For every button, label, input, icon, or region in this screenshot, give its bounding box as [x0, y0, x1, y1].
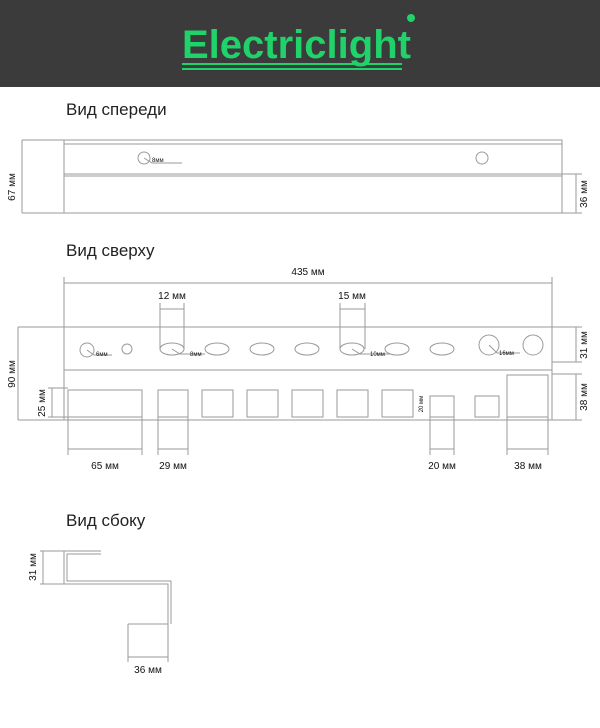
dim-20: 20 мм — [428, 461, 456, 472]
dim-side-31: 31 мм — [28, 553, 39, 581]
hole-6mm — [79, 342, 95, 358]
window-20mm — [429, 395, 455, 418]
window-38mm — [506, 374, 549, 418]
hole — [522, 334, 544, 356]
window — [291, 389, 324, 418]
technical-drawing: 67 мм 36 мм 8мм 435 мм 12 мм 15 мм 90 мм… — [7, 139, 590, 676]
logo-text: Electriclight — [182, 23, 411, 67]
dim-12: 12 мм — [158, 291, 186, 302]
cloud-hole — [204, 342, 230, 356]
label-hole-16: 16мм — [499, 351, 514, 357]
window — [336, 389, 369, 418]
window — [246, 389, 279, 418]
dim-side-36: 36 мм — [134, 665, 162, 676]
window — [474, 395, 500, 418]
dim-38: 38 мм — [514, 461, 542, 472]
side-view — [40, 550, 172, 662]
dimension-labels: 67 мм 36 мм 8мм 435 мм 12 мм 15 мм 90 мм… — [7, 158, 590, 676]
cloud-hole — [429, 342, 455, 356]
logo-dot — [407, 14, 415, 22]
dim-front-hole: 8мм — [152, 158, 164, 164]
top-outline — [63, 326, 553, 421]
hole-8mm — [159, 342, 185, 356]
front-hole — [137, 151, 151, 165]
side-view-title: Вид сбоку — [66, 511, 146, 530]
front-view-title: Вид спереди — [66, 100, 167, 119]
window — [201, 389, 234, 418]
front-view — [21, 139, 582, 214]
side-profile — [63, 550, 169, 625]
dim-435: 435 мм — [291, 267, 324, 278]
dim-front-67: 67 мм — [7, 173, 18, 201]
dim-38-vertical: 38 мм — [579, 383, 590, 411]
dim-90: 90 мм — [7, 360, 18, 388]
window-65mm — [67, 389, 143, 418]
electriclight-logo: Electriclight — [182, 14, 415, 70]
label-hole-8: 8мм — [190, 352, 202, 358]
dim-29: 29 мм — [159, 461, 187, 472]
top-view — [17, 277, 582, 455]
dim-31: 31 мм — [579, 331, 590, 359]
top-view-title: Вид сверху — [66, 241, 155, 260]
hole-16mm — [478, 334, 500, 356]
window-29mm — [157, 389, 189, 418]
label-window-20-vertical: 20 мм — [419, 396, 425, 413]
cloud-hole — [294, 342, 320, 356]
label-hole-6: 6мм — [96, 352, 108, 358]
dim-front-36: 36 мм — [579, 180, 590, 208]
label-hole-10: 10мм — [370, 352, 385, 358]
hole — [121, 343, 133, 355]
dim-25: 25 мм — [37, 389, 48, 417]
cloud-hole — [384, 342, 410, 356]
dim-15: 15 мм — [338, 291, 366, 302]
window — [381, 389, 414, 418]
brand-header: Electriclight — [0, 0, 600, 87]
cloud-hole — [249, 342, 275, 356]
hole-10mm — [339, 342, 365, 356]
front-hole — [475, 151, 489, 165]
dim-65: 65 мм — [91, 461, 119, 472]
